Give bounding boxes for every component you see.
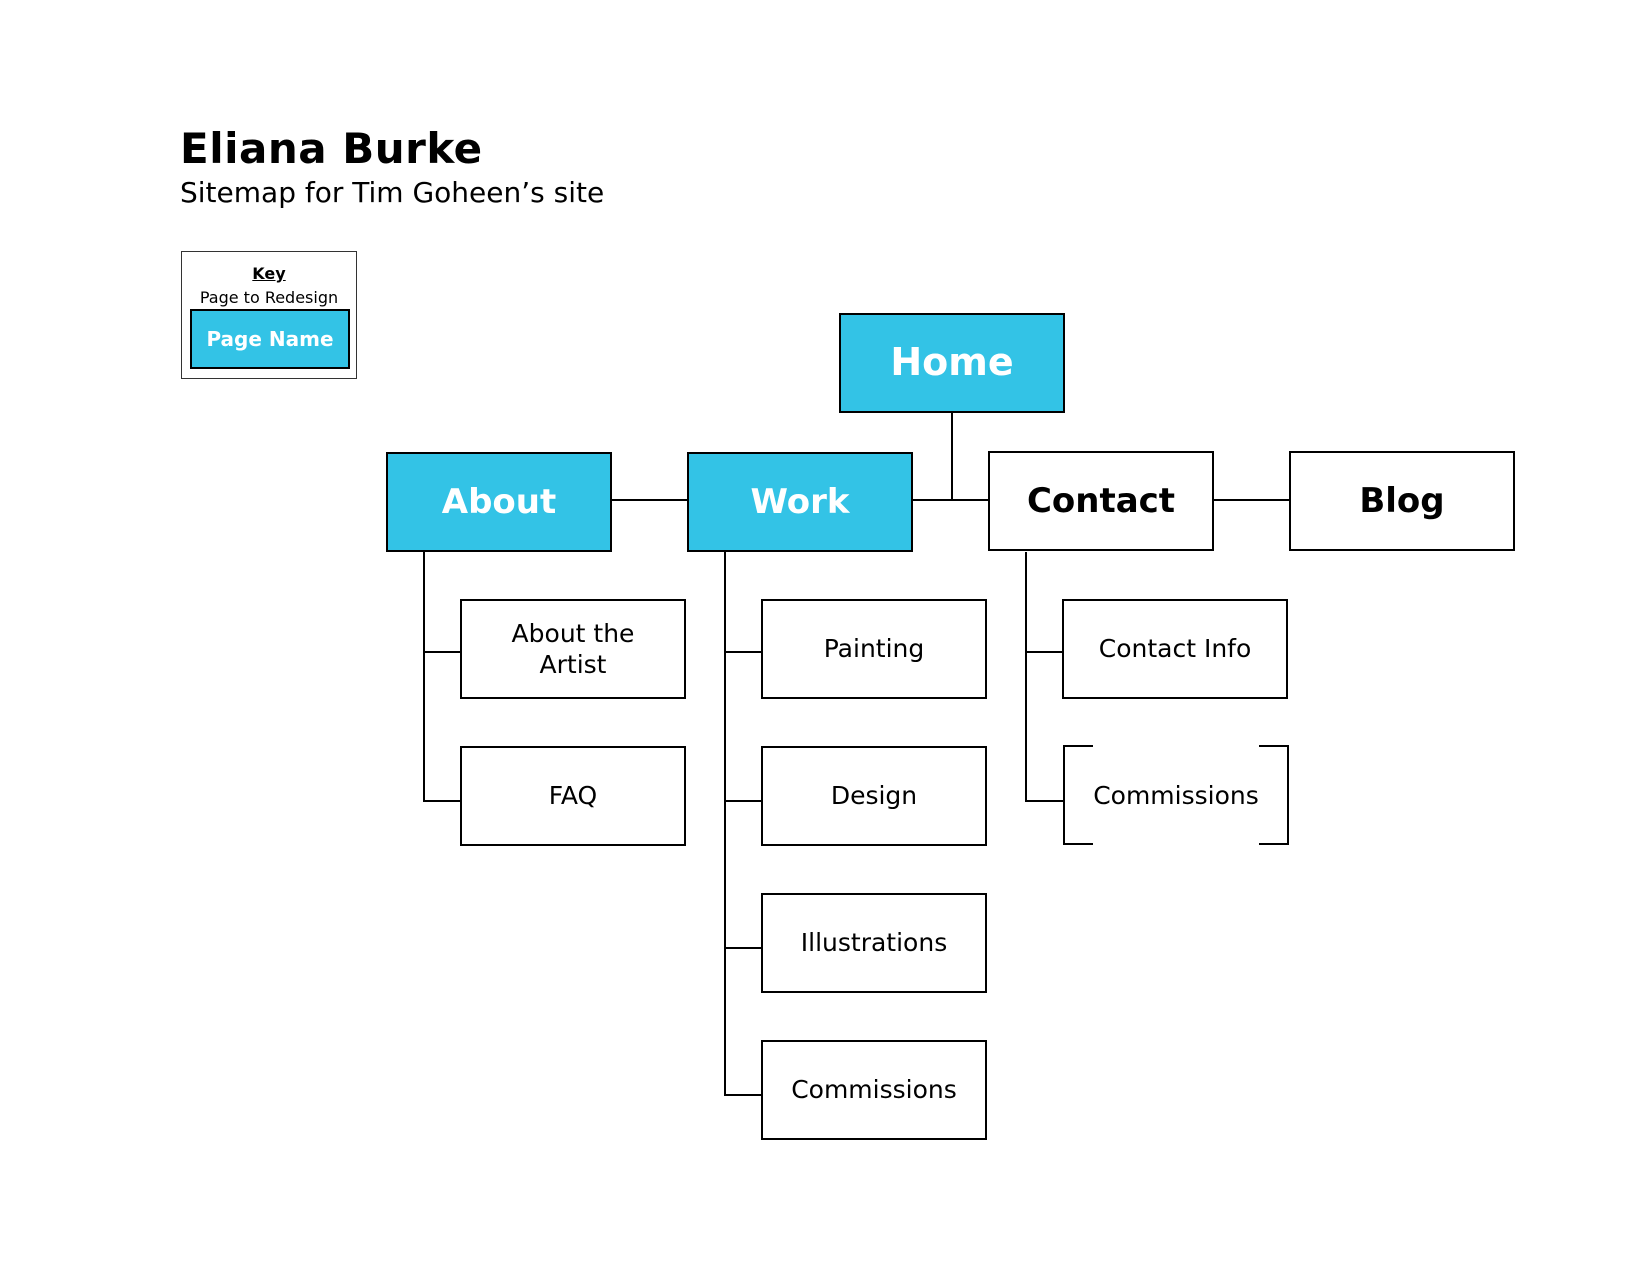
node-work: Work xyxy=(687,452,913,552)
legend-title: Key xyxy=(252,264,286,283)
node-work-commissions: Commissions xyxy=(761,1040,987,1140)
node-about: About xyxy=(386,452,612,552)
node-faq: FAQ xyxy=(460,746,686,846)
bracket-left xyxy=(1063,745,1093,845)
node-painting: Painting xyxy=(761,599,987,699)
page-title: Eliana Burke xyxy=(180,124,483,173)
node-illustrations: Illustrations xyxy=(761,893,987,993)
node-home: Home xyxy=(839,313,1065,413)
legend-description: Page to Redesign xyxy=(199,288,339,307)
node-design: Design xyxy=(761,746,987,846)
node-contact-commissions: Commissions xyxy=(1093,781,1259,811)
page-subtitle: Sitemap for Tim Goheen’s site xyxy=(180,176,605,209)
node-contact: Contact xyxy=(988,451,1214,551)
node-contact-info: Contact Info xyxy=(1062,599,1288,699)
bracket-right xyxy=(1259,745,1289,845)
node-blog: Blog xyxy=(1289,451,1515,551)
legend-sample-node: Page Name xyxy=(190,309,350,369)
node-about-the-artist: About the Artist xyxy=(460,599,686,699)
legend-key: Key Page to Redesign Page Name xyxy=(181,251,357,379)
